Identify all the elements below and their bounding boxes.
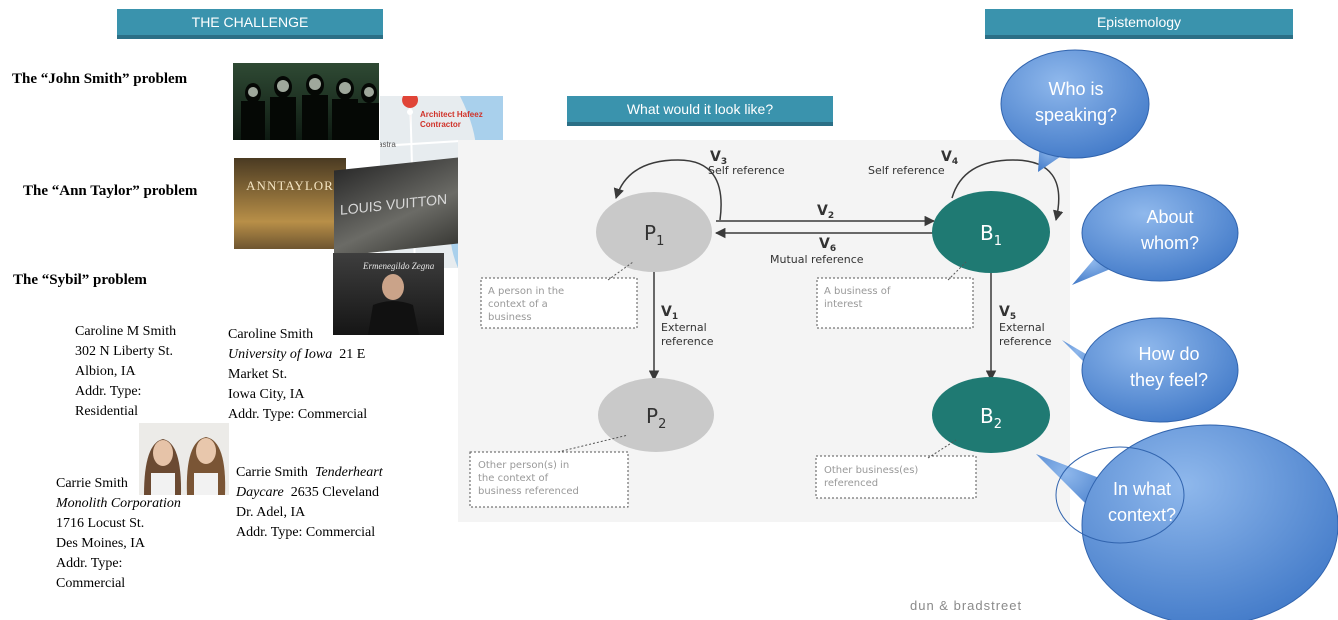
self-reference-1: Self reference — [708, 164, 785, 177]
man-silhouette — [368, 274, 419, 335]
self-reference-2: Self reference — [868, 164, 945, 177]
note-1-line-3: business — [488, 312, 532, 323]
zegna-photo: Ermenegildo Zegna — [333, 253, 444, 335]
matrix-agents-photo — [233, 63, 379, 140]
v5-label: V5 — [999, 304, 1016, 322]
ann-taylor-sign: ANNTAYLOR — [246, 178, 334, 193]
louis-vuitton-sign: LOUIS VUITTON — [340, 190, 448, 218]
v6-label: V6 — [819, 236, 836, 254]
problem-ann-taylor: The “Ann Taylor” problem — [23, 183, 198, 199]
node-p2 — [598, 378, 714, 452]
address-carrie-smith-tenderheart: Carrie Smith Tenderheart Daycare 2635 Cl… — [236, 465, 383, 540]
note-box-2 — [816, 277, 974, 329]
women-silhouettes — [144, 437, 226, 495]
speech-bubbles — [1000, 49, 1338, 620]
ann-taylor-store-photo: ANNTAYLOR — [234, 158, 346, 249]
node-p1-label: P1 — [644, 221, 664, 249]
v4-label: V4 — [941, 149, 958, 167]
note-box-4 — [815, 455, 977, 499]
problem-john-smith: The “John Smith” problem — [12, 71, 188, 87]
note-1-line-2: context of a — [488, 299, 548, 310]
bubble-who-is-speaking — [1000, 49, 1150, 172]
address-caroline-m-smith: Caroline M Smith 302 N Liberty St. Albio… — [75, 324, 177, 419]
node-b1-label: B1 — [980, 221, 1002, 249]
note-3-line-3: business referenced — [478, 486, 579, 497]
what-would-it-look-like-header: What would it look like? — [567, 96, 833, 126]
node-b2-label: B2 — [980, 404, 1002, 432]
node-b2 — [932, 377, 1050, 453]
epistemology-header: Epistemology — [985, 9, 1293, 39]
mutual-reference: Mutual reference — [770, 253, 864, 266]
address-carrie-smith-monolith: Carrie Smith Monolith Corporation 1716 L… — [56, 476, 181, 591]
map-pin-label: Architect Hafeez Contractor — [420, 110, 483, 129]
node-p1 — [596, 192, 712, 272]
note-3-pointer — [557, 434, 629, 453]
two-women-photo — [139, 423, 229, 495]
note-3-line-2: the context of — [478, 473, 549, 484]
address-caroline-smith: Caroline Smith University of Iowa 21 E M… — [228, 327, 368, 422]
zegna-sign: Ermenegildo Zegna — [363, 261, 435, 271]
v3-label: V3 — [710, 149, 727, 167]
node-p2-label: P2 — [646, 404, 666, 432]
v1-label: V1 — [661, 304, 678, 322]
v2-label: V2 — [817, 203, 834, 221]
note-3-line-1: Other person(s) in — [478, 460, 569, 471]
self-loop-b1 — [951, 159, 1064, 222]
problem-sybil: The “Sybil” problem — [13, 272, 147, 288]
note-2-pointer — [947, 261, 967, 281]
agents-silhouettes — [241, 74, 379, 140]
bubble-in-what-context — [1036, 424, 1338, 620]
louis-vuitton-store-photo: LOUIS VUITTON — [334, 157, 458, 257]
external-reference-1a: External — [661, 321, 707, 334]
note-4-pointer — [927, 439, 957, 459]
external-reference-2b: reference — [999, 335, 1052, 348]
bubble-about-whom — [1072, 184, 1239, 285]
external-reference-1b: reference — [661, 335, 714, 348]
note-1-line-1: A person in the — [488, 286, 564, 297]
note-2-line-2: interest — [824, 299, 862, 310]
note-2-line-1: A business of — [824, 286, 891, 297]
node-b1 — [932, 191, 1050, 273]
bubble-how-do-they-feel — [1062, 317, 1239, 423]
challenge-header: THE CHALLENGE — [117, 9, 383, 39]
self-loop-p1 — [613, 159, 722, 221]
note-box-3 — [469, 451, 629, 508]
map-street-label: astra — [380, 140, 396, 149]
note-box-1 — [480, 277, 638, 329]
dun-bradstreet-logo: dun & bradstreet — [910, 598, 1023, 613]
note-4-line-2: referenced — [824, 478, 878, 489]
note-4-line-1: Other business(es) — [824, 465, 918, 476]
note-1-pointer — [607, 261, 634, 281]
reference-diagram: P1 B1 P2 B2 V3 Self reference V4 Self re… — [458, 140, 1070, 522]
external-reference-2a: External — [999, 321, 1045, 334]
